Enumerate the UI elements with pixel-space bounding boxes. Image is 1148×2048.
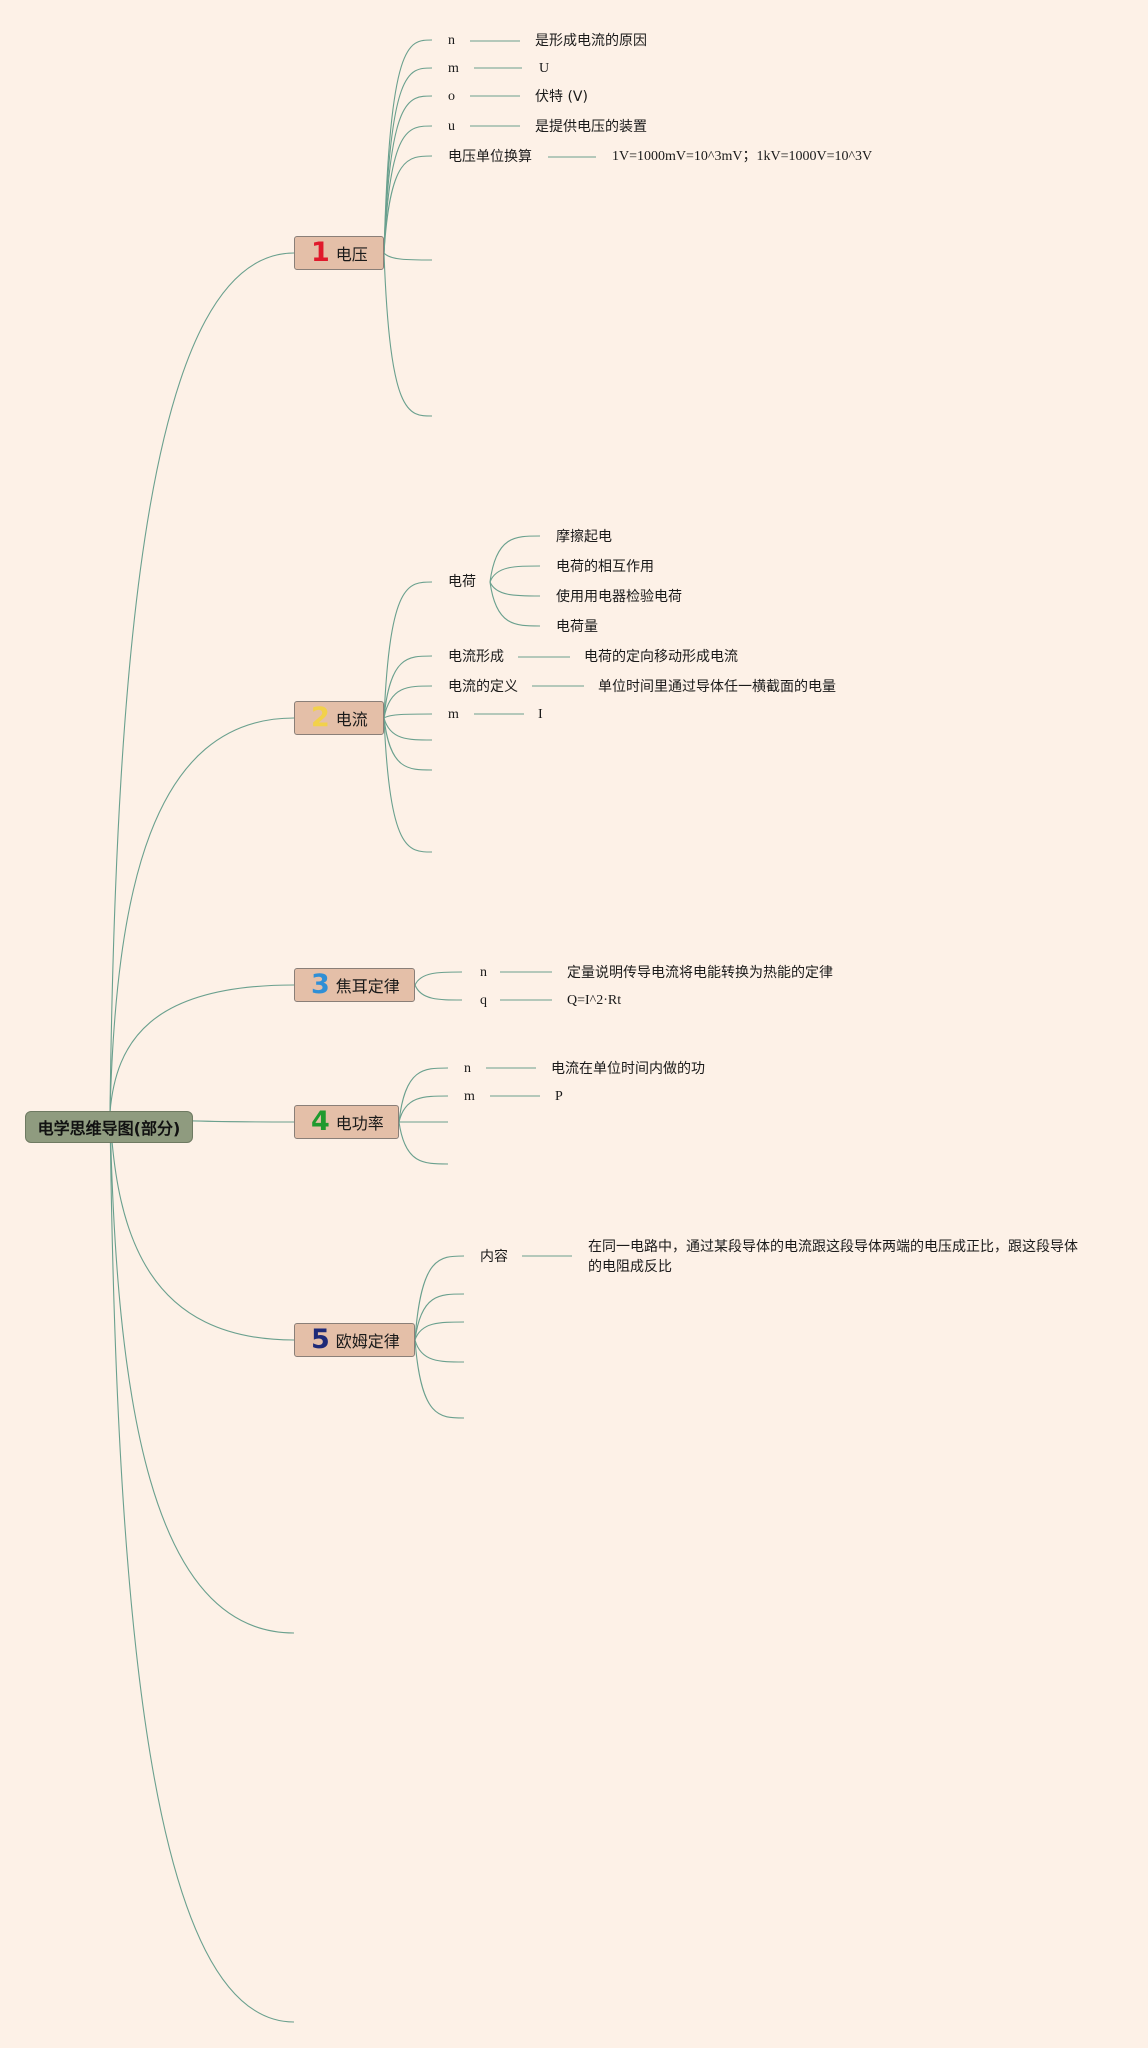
charge-item[interactable]: 电荷的相互作用 bbox=[556, 559, 654, 575]
connector-curve bbox=[383, 655, 433, 719]
voltage-child-value[interactable]: 1V=1000mV=10^3mV；1kV=1000V=10^3V bbox=[612, 149, 873, 164]
connector-curve bbox=[414, 1321, 465, 1341]
topic-node-electric-power[interactable]: 4 电功率 bbox=[294, 1105, 399, 1139]
connector-curve bbox=[109, 1111, 295, 2023]
topic-label: 电功率 bbox=[335, 1114, 384, 1133]
connector-curve bbox=[489, 565, 541, 583]
connector-curve bbox=[383, 713, 433, 719]
power-child-label[interactable]: n bbox=[464, 1061, 471, 1076]
root-node[interactable]: 电学思维导图(部分) bbox=[25, 1111, 193, 1143]
voltage-child-label[interactable]: n bbox=[448, 33, 455, 48]
topic-node-current[interactable]: 2 电流 bbox=[294, 701, 384, 735]
connector-curve bbox=[489, 581, 541, 627]
number-2-icon: 2 bbox=[311, 701, 330, 733]
charge-item[interactable]: 电荷量 bbox=[556, 619, 598, 635]
joule-child-value[interactable]: 定量说明传导电流将电能转换为热能的定律 bbox=[567, 965, 833, 981]
connector-curve bbox=[489, 581, 541, 597]
number-3-icon: 3 bbox=[311, 968, 330, 1000]
connector-curve bbox=[109, 252, 295, 1113]
topic-node-ohm-law[interactable]: 5 欧姆定律 bbox=[294, 1323, 415, 1357]
connector-curve bbox=[383, 685, 433, 719]
charge-item[interactable]: 使用用电器检验电荷 bbox=[556, 589, 682, 605]
connector-curve bbox=[414, 1293, 465, 1341]
joule-child-value[interactable]: Q=I^2·Rt bbox=[567, 993, 622, 1008]
connector-curve bbox=[398, 1095, 449, 1123]
connector-curve bbox=[109, 1111, 295, 1634]
topic-label: 欧姆定律 bbox=[335, 1332, 400, 1351]
connector-curve bbox=[383, 125, 433, 254]
topic-node-joule-law[interactable]: 3 焦耳定律 bbox=[294, 968, 415, 1002]
current-child-label[interactable]: 电流的定义 bbox=[448, 679, 518, 695]
connector-curve bbox=[383, 67, 433, 254]
connector-curve bbox=[383, 39, 433, 254]
connector-curve bbox=[398, 1067, 449, 1123]
connector-curve bbox=[383, 252, 433, 261]
topic-label: 焦耳定律 bbox=[335, 977, 400, 996]
number-5-icon: 5 bbox=[311, 1323, 330, 1355]
joule-child-label[interactable]: q bbox=[480, 993, 487, 1008]
number-1-icon: 1 bbox=[311, 236, 330, 268]
topic-node-voltage[interactable]: 1 电压 bbox=[294, 236, 384, 270]
connector-curve bbox=[414, 971, 463, 986]
connector-curve bbox=[414, 1339, 465, 1419]
topic-label: 电流 bbox=[335, 710, 368, 729]
connector-curve bbox=[383, 155, 433, 254]
connector-curve bbox=[383, 581, 433, 719]
voltage-child-label[interactable]: m bbox=[448, 61, 459, 76]
ohm-child-label[interactable]: 内容 bbox=[480, 1249, 508, 1265]
charge-node[interactable]: 电荷 bbox=[448, 574, 476, 590]
joule-child-label[interactable]: n bbox=[480, 965, 487, 980]
power-child-value[interactable]: P bbox=[555, 1089, 563, 1104]
ohm-child-value[interactable]: 在同一电路中，通过某段导体的电流跟这段导体两端的电压成正比，跟这段导体的电阻成反… bbox=[588, 1239, 1078, 1275]
current-child-value[interactable]: 单位时间里通过导体任一横截面的电量 bbox=[598, 679, 836, 695]
voltage-child-label[interactable]: 电压单位换算 bbox=[448, 149, 532, 165]
connector-curve bbox=[383, 95, 433, 254]
current-child-label[interactable]: 电流形成 bbox=[448, 649, 504, 665]
voltage-child-value[interactable]: U bbox=[539, 61, 550, 76]
connector-curve bbox=[109, 717, 295, 1113]
voltage-child-label[interactable]: o bbox=[448, 89, 455, 104]
voltage-child-value[interactable]: 伏特 (V) bbox=[535, 89, 588, 105]
current-child-label[interactable]: m bbox=[448, 707, 459, 722]
voltage-child-value[interactable]: 是形成电流的原因 bbox=[535, 33, 647, 49]
number-4-icon: 4 bbox=[311, 1105, 330, 1137]
voltage-child-label[interactable]: u bbox=[448, 119, 455, 134]
power-child-value[interactable]: 电流在单位时间内做的功 bbox=[551, 1061, 705, 1077]
connector-curve bbox=[414, 1339, 465, 1363]
connector-curve bbox=[414, 984, 463, 1001]
connector-curve bbox=[109, 984, 295, 1113]
power-child-label[interactable]: m bbox=[464, 1089, 475, 1104]
voltage-child-value[interactable]: 是提供电压的装置 bbox=[535, 119, 647, 135]
current-child-value[interactable]: I bbox=[538, 707, 543, 722]
connector-curve bbox=[398, 1121, 449, 1165]
topic-label: 电压 bbox=[335, 245, 368, 264]
connector-curve bbox=[489, 535, 541, 583]
connector-curve bbox=[383, 717, 433, 853]
connector-curve bbox=[109, 1111, 295, 1341]
connector-curve bbox=[383, 717, 433, 741]
connector-curve bbox=[414, 1255, 465, 1341]
current-child-value[interactable]: 电荷的定向移动形成电流 bbox=[584, 649, 738, 665]
charge-item[interactable]: 摩擦起电 bbox=[556, 529, 612, 545]
connector-curve bbox=[383, 252, 433, 417]
connector-curve bbox=[383, 717, 433, 771]
